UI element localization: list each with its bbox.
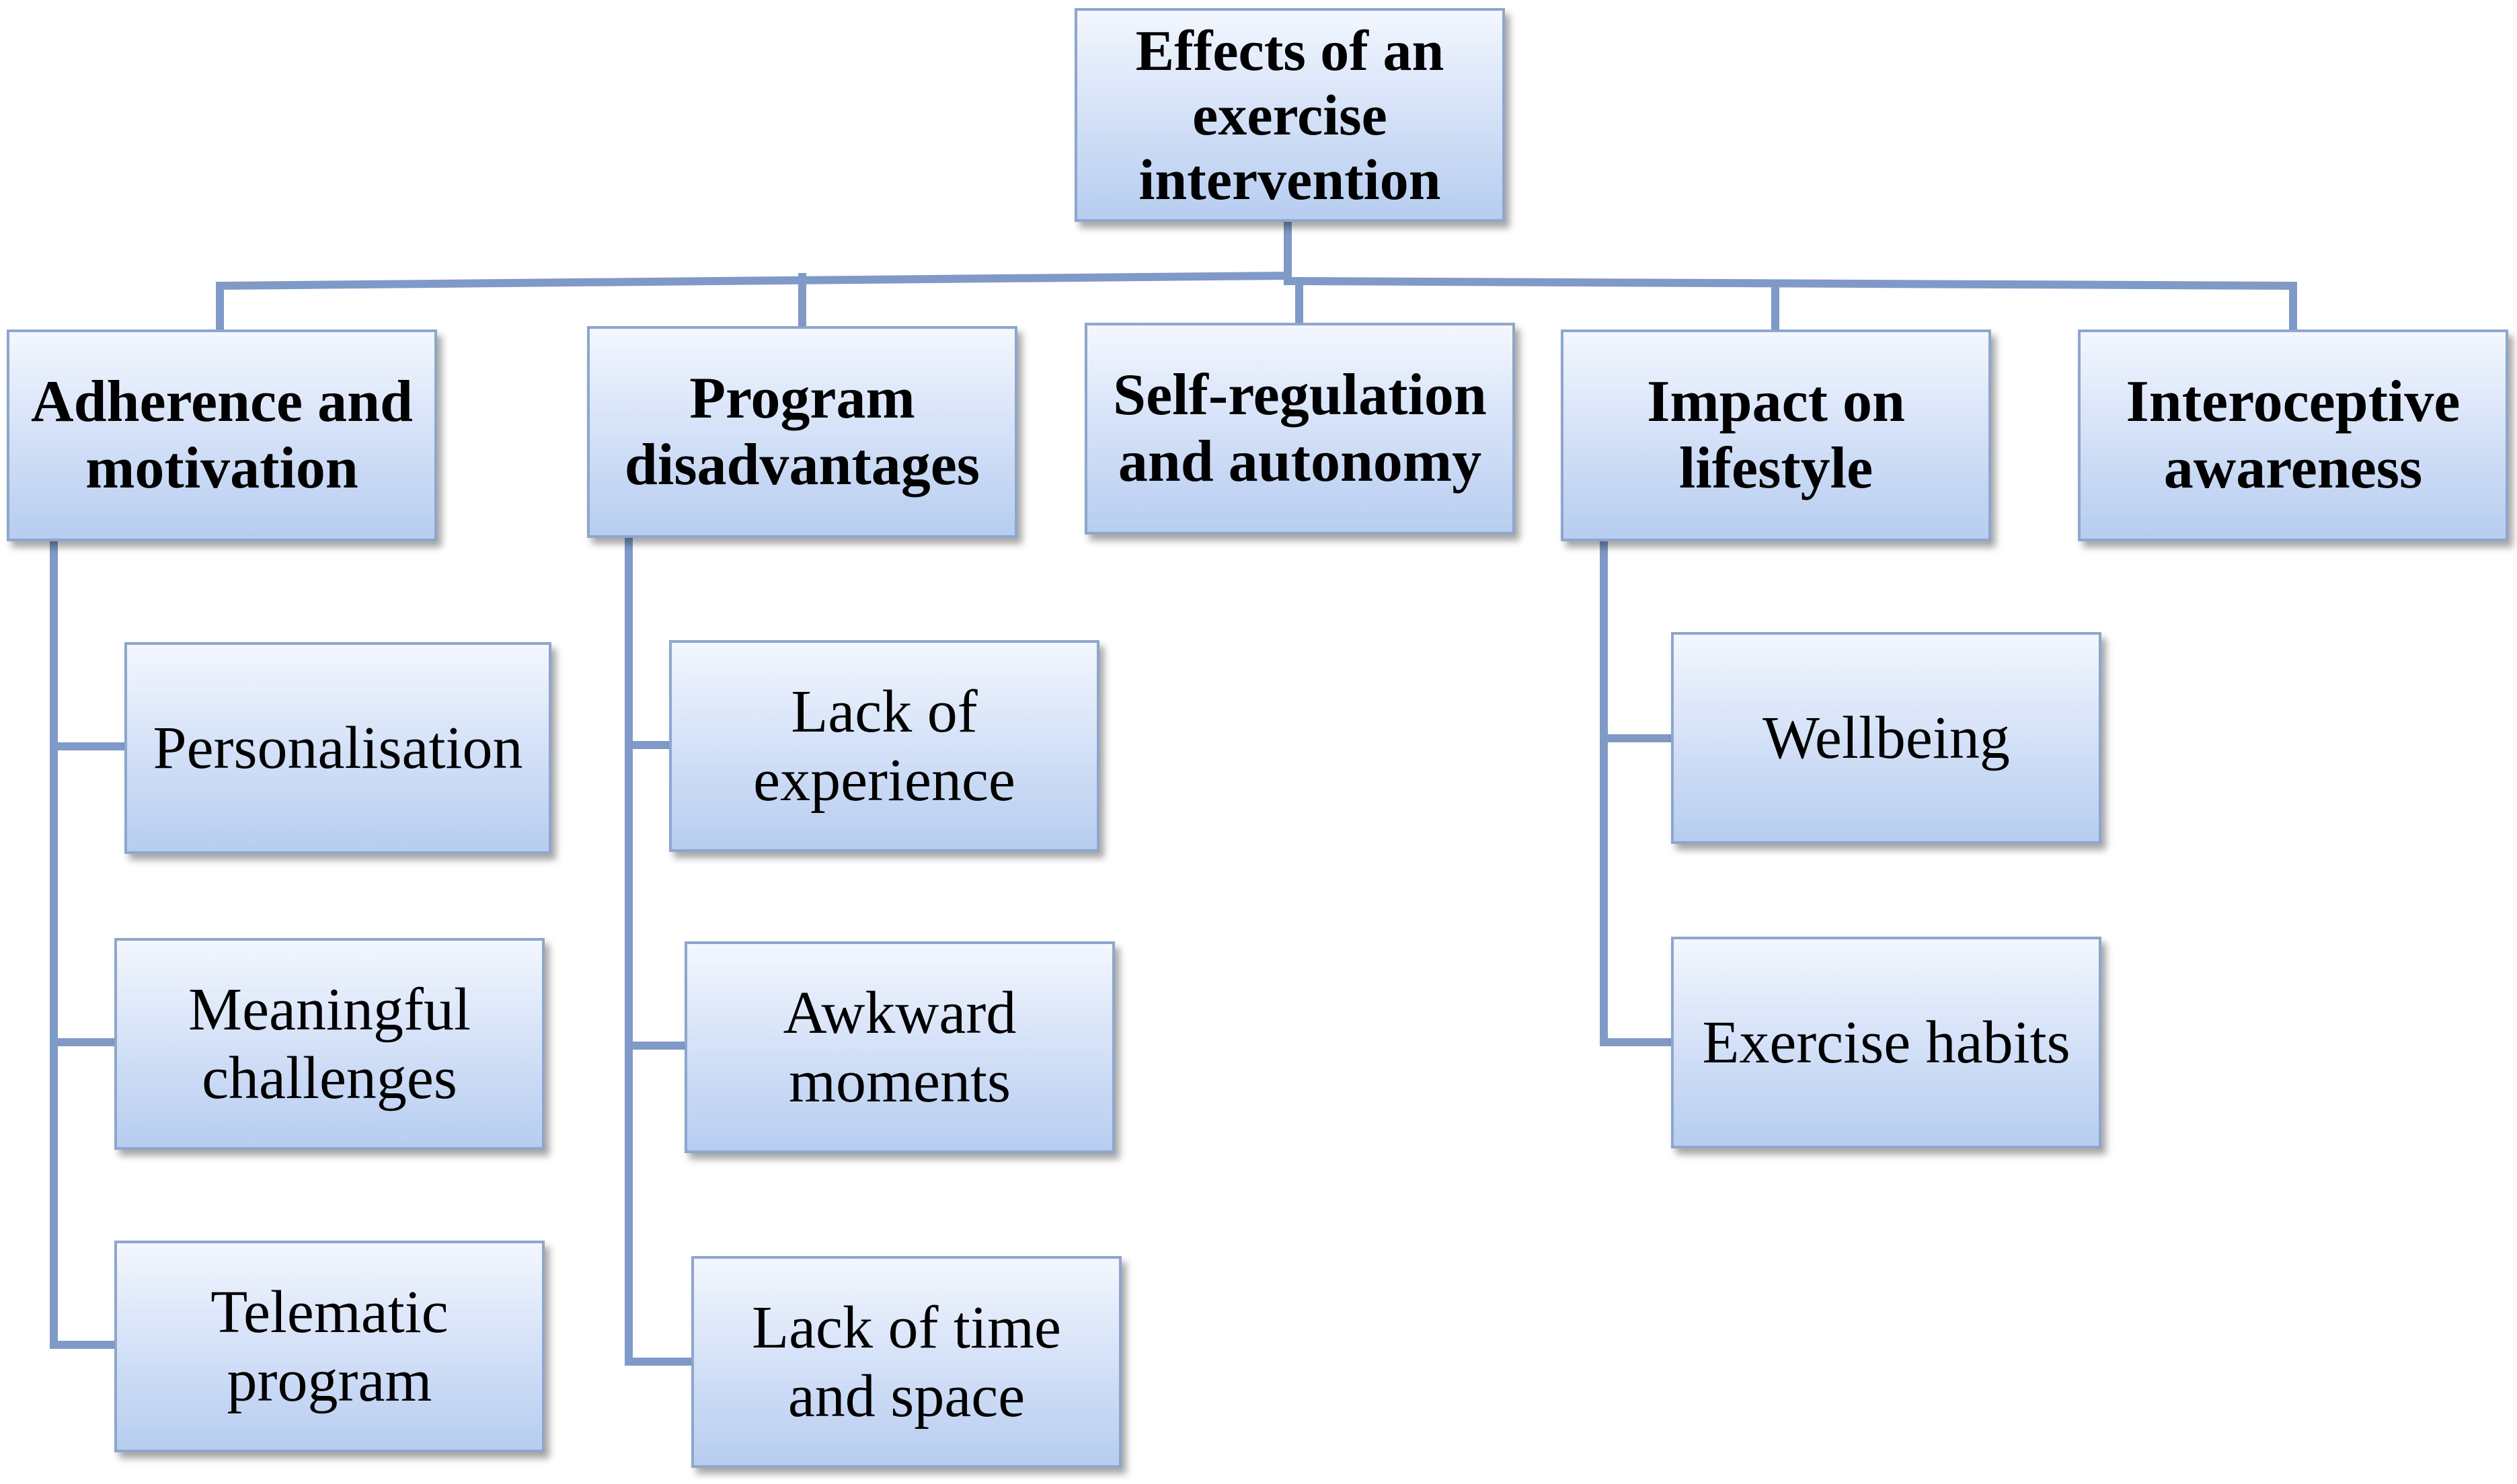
root-label: Effects of an exercise intervention — [1135, 17, 1444, 212]
node-awkward-moments: Awkward moments — [685, 941, 1115, 1153]
category-self-regulation: Self-regulation and autonomy — [1085, 323, 1515, 535]
category-label: Impact on lifestyle — [1647, 368, 1905, 501]
connector-bus-right — [1283, 276, 2298, 290]
node-lack-of-time-space: Lack of time and space — [691, 1256, 1122, 1468]
node-personalisation: Personalisation — [124, 642, 551, 854]
category-interoceptive-awareness: Interoceptive awareness — [2078, 329, 2508, 541]
category-label: Self-regulation and autonomy — [1113, 362, 1487, 494]
node-wellbeing: Wellbeing — [1671, 632, 2101, 844]
connector-bus-left — [215, 271, 1292, 290]
node-label: Lack of experience — [753, 678, 1015, 814]
node-label: Wellbeing — [1763, 704, 2010, 771]
category-label: Adherence and motivation — [31, 368, 413, 501]
category-label: Interoceptive awareness — [2126, 368, 2461, 501]
node-meaningful-challenges: Meaningful challenges — [114, 938, 545, 1150]
category-impact-lifestyle: Impact on lifestyle — [1561, 329, 1991, 541]
node-label: Lack of time and space — [752, 1294, 1061, 1430]
node-lack-of-experience: Lack of experience — [669, 640, 1099, 852]
node-label: Exercise habits — [1702, 1009, 2070, 1076]
node-label: Awkward moments — [783, 979, 1017, 1115]
node-label: Meaningful challenges — [188, 976, 471, 1111]
category-label: Program disadvantages — [624, 365, 980, 498]
category-program-disadvantages: Program disadvantages — [587, 326, 1017, 538]
node-exercise-habits: Exercise habits — [1671, 937, 2101, 1148]
root-node: Effects of an exercise intervention — [1075, 8, 1505, 222]
node-label: Telematic program — [210, 1278, 449, 1414]
category-adherence-motivation: Adherence and motivation — [7, 329, 437, 541]
node-telematic-program: Telematic program — [114, 1241, 545, 1452]
node-label: Personalisation — [153, 714, 523, 781]
